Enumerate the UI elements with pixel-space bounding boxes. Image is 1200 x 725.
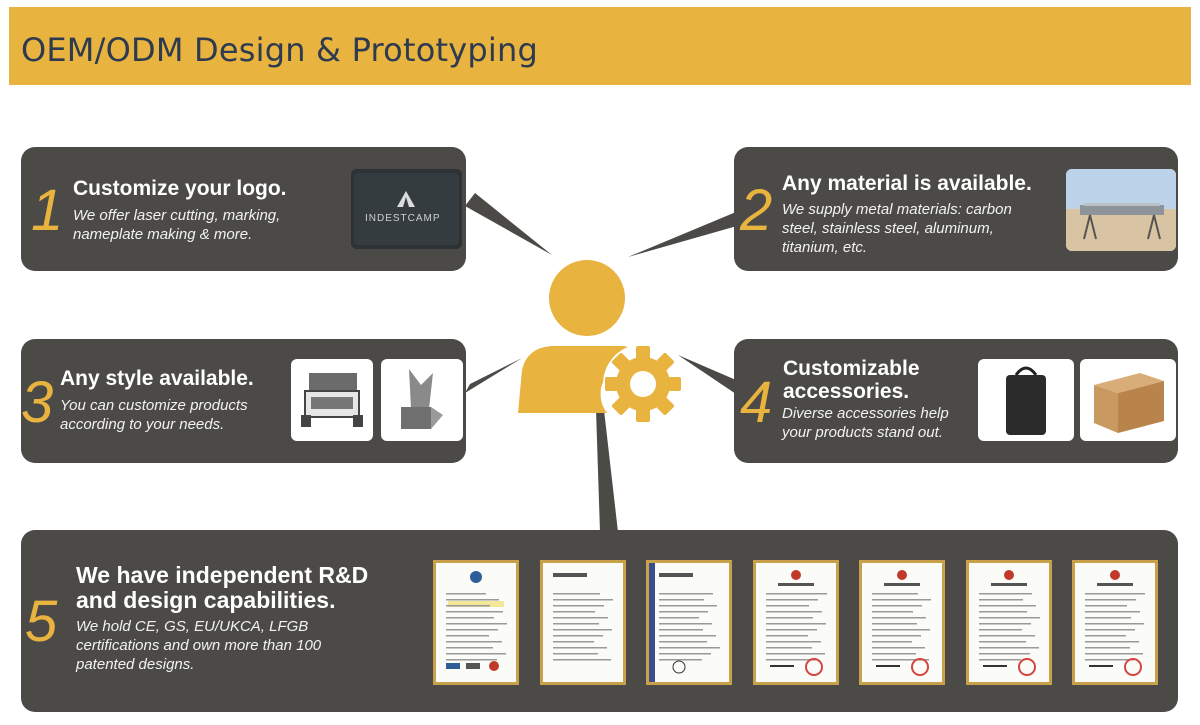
card-description: We supply metal materials: carbon steel,…	[782, 201, 1012, 256]
certificate-thumbnail	[965, 560, 1052, 685]
certificate-thumbnail	[433, 560, 519, 685]
card-number: 1	[31, 178, 64, 243]
card-title: Any material is available.	[782, 172, 1032, 195]
header-banner: OEM/ODM Design & Prototyping	[9, 7, 1191, 85]
card-title: Customizable accessories.	[783, 357, 920, 403]
material-product-image	[1066, 169, 1176, 251]
person-gear-icon	[518, 260, 683, 424]
certificate-thumbnail	[1072, 560, 1158, 685]
card-title: Customize your logo.	[73, 177, 287, 200]
style-product-image-1	[291, 359, 373, 441]
grill-table-icon	[1066, 169, 1176, 251]
card-description: We hold CE, GS, EU/UKCA, LFGB certificat…	[76, 618, 322, 673]
metal-stand-icon	[401, 369, 443, 429]
logo-nameplate-image: INDESTCAMP	[351, 169, 462, 249]
card-any-style: 3 Any style available. You can customize…	[21, 339, 466, 463]
certificate-thumbnail	[539, 560, 626, 685]
accessory-bag-image	[978, 359, 1074, 441]
card-title: We have independent R&D and design capab…	[76, 562, 369, 613]
card-rnd-capabilities: 5 We have independent R&D and design cap…	[21, 530, 1178, 712]
page-title: OEM/ODM Design & Prototyping	[21, 31, 538, 69]
card-title: Any style available.	[60, 367, 254, 390]
certificate-thumbnail	[752, 560, 839, 685]
certificate-thumbnail	[646, 560, 732, 685]
storage-bag-icon	[1006, 366, 1046, 435]
stove-box-icon	[301, 373, 363, 427]
cardboard-box-icon	[1094, 373, 1164, 433]
accessory-box-image	[1080, 359, 1176, 441]
card-any-material: 2 Any material is available. We supply m…	[734, 147, 1178, 271]
card-number: 2	[740, 178, 773, 243]
card-description: You can customize products according to …	[60, 397, 248, 433]
card-number: 5	[25, 589, 58, 654]
certificate-thumbnail	[859, 560, 945, 685]
logo-text: INDESTCAMP	[365, 213, 441, 224]
card-number: 4	[740, 370, 773, 435]
card-customize-logo: 1 Customize your logo. We offer laser cu…	[21, 147, 466, 271]
style-product-image-2	[381, 359, 463, 441]
card-description: Diverse accessories help your products s…	[782, 405, 949, 441]
card-accessories: 4 Customizable accessories. Diverse acce…	[734, 339, 1178, 463]
card-number: 3	[21, 370, 54, 435]
card-description: We offer laser cutting, marking, namepla…	[73, 207, 281, 243]
tent-logo-icon	[351, 169, 462, 249]
